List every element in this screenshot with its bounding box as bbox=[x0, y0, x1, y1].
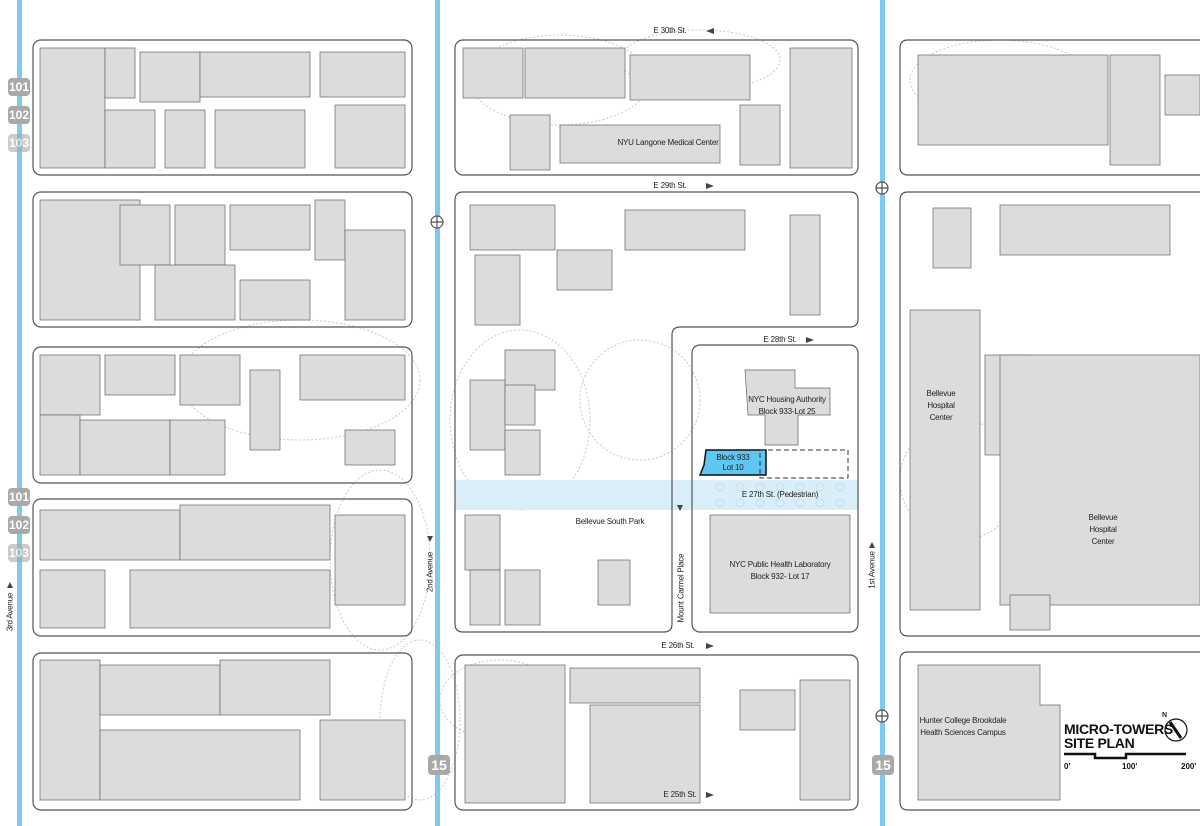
park-label: Bellevue South Park bbox=[575, 517, 645, 526]
site-lot: Lot 10 bbox=[722, 463, 744, 472]
building-label-nyu: NYU Langone Medical Center bbox=[617, 138, 719, 147]
scale-bar bbox=[1064, 752, 1186, 760]
adjacent-parcel bbox=[759, 449, 849, 479]
hunter-2: Health Sciences Campus bbox=[920, 728, 1006, 737]
avenue-label-3rd: 3rd Avenue bbox=[5, 592, 15, 632]
route-badge: 15 bbox=[428, 755, 450, 775]
route-badge: 102 bbox=[8, 106, 30, 124]
street-label-e29: E 29th St. bbox=[653, 181, 687, 190]
scale-tick-200: 200' bbox=[1181, 762, 1197, 771]
nycha-lot: Block 933-Lot 25 bbox=[758, 407, 816, 416]
avenue-label-1st: 1st Avenue bbox=[867, 551, 877, 589]
street-label-e25: E 25th St. bbox=[663, 790, 697, 799]
north-label: N bbox=[1162, 712, 1167, 719]
route-badge: 102 bbox=[8, 516, 30, 534]
avenue-lines bbox=[17, 0, 885, 826]
direction-arrows bbox=[7, 28, 875, 798]
site-parcel bbox=[698, 449, 767, 476]
title-line-2: SITE PLAN bbox=[1064, 735, 1135, 751]
bellevue-a-1: Bellevue bbox=[926, 389, 956, 398]
bellevue-a-3: Center bbox=[929, 413, 953, 422]
hunter-1: Hunter College Brookdale bbox=[919, 716, 1007, 725]
route-badge: 101 bbox=[8, 488, 30, 506]
route-badge: 101 bbox=[8, 78, 30, 96]
pedestrian-circles bbox=[715, 482, 845, 508]
scale-tick-100: 100' bbox=[1122, 762, 1138, 771]
site-block: Block 933 bbox=[716, 453, 750, 462]
bellevue-b-1: Bellevue bbox=[1088, 513, 1118, 522]
bellevue-b-3: Center bbox=[1091, 537, 1115, 546]
block-outlines bbox=[32, 39, 1200, 811]
avenue-label-2nd: 2nd Avenue bbox=[425, 551, 435, 593]
route-badge: 103 bbox=[8, 544, 30, 562]
street-label-e26: E 26th St. bbox=[661, 641, 695, 650]
bellevue-b-2: Hospital bbox=[1089, 525, 1117, 534]
route-badge: 103 bbox=[8, 134, 30, 152]
bellevue-a-2: Hospital bbox=[927, 401, 955, 410]
lab-name: NYC Public Health Laboratory bbox=[729, 560, 831, 569]
crosswalk-icons bbox=[430, 181, 889, 723]
pedestrian-street bbox=[455, 480, 858, 510]
buildings bbox=[39, 47, 1200, 804]
street-label-e27: E 27th St. (Pedestrian) bbox=[741, 490, 819, 499]
street-label-e30: E 30th St. bbox=[653, 26, 687, 35]
nycha-name: NYC Housing Authority bbox=[748, 395, 826, 404]
street-label-mount-carmel: Mount Carmel Place bbox=[676, 553, 686, 623]
route-badge: 15 bbox=[872, 755, 894, 775]
lab-lot: Block 932- Lot 17 bbox=[750, 572, 810, 581]
street-label-e28: E 28th St. bbox=[763, 335, 797, 344]
north-arrow-icon bbox=[1164, 718, 1188, 742]
scale-tick-0: 0' bbox=[1064, 762, 1071, 771]
title-line-1: MICRO-TOWERS bbox=[1064, 721, 1173, 737]
